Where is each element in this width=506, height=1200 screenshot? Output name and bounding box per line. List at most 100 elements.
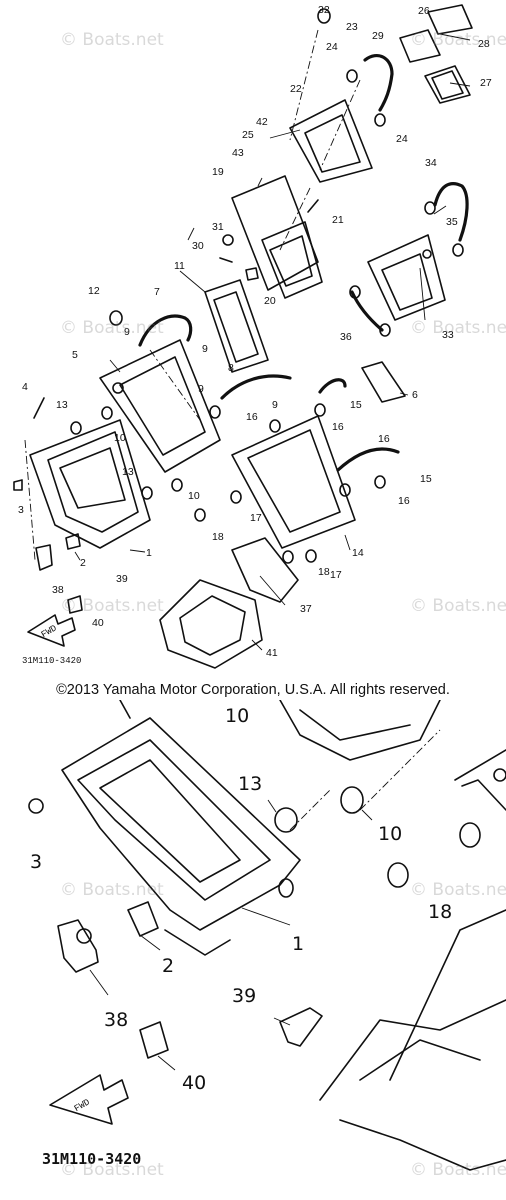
zoom-callout-3: 3 [30, 851, 42, 873]
callout-15b: 15 [420, 473, 432, 485]
callout-14: 14 [352, 547, 364, 559]
callout-16a: 16 [246, 411, 258, 423]
callout-13a: 13 [56, 399, 68, 411]
zoom-diagram-code: 31M110-3420 [42, 1150, 141, 1168]
zoom-svg: 10 13 10 3 1 18 2 38 39 40 FWD 31M110-34… [28, 700, 506, 1171]
part-22-housing [289, 99, 373, 183]
callout-25: 25 [242, 129, 254, 141]
zoom-grommets [28, 786, 481, 888]
part-14-frame [231, 415, 356, 549]
zoom-part-41-bracket [319, 909, 506, 1171]
part-41-bracket [159, 579, 263, 669]
zoom-callout-2: 2 [162, 955, 174, 977]
callout-29: 29 [372, 30, 384, 42]
zoom-clip-38 [57, 919, 99, 973]
part-19-housing [231, 175, 323, 299]
fwd-arrow [27, 614, 76, 647]
callout-2: 2 [80, 557, 86, 569]
part-6-pad [361, 361, 406, 403]
callout-16c: 16 [378, 433, 390, 445]
callout-23: 23 [346, 21, 358, 33]
zoom-part-14-edge [454, 749, 506, 811]
zoom-callout-18: 18 [428, 901, 452, 923]
callouts-top: 32 26 23 29 28 24 27 22 42 25 24 43 34 1… [18, 4, 492, 666]
zoom-part-10-frame-edge [279, 700, 441, 761]
callout-7: 7 [154, 286, 160, 298]
callout-41: 41 [266, 647, 278, 659]
callout-43: 43 [232, 147, 244, 159]
callout-11: 11 [174, 260, 185, 272]
callout-20: 20 [264, 295, 276, 307]
callout-16b: 16 [332, 421, 344, 433]
callout-33: 33 [442, 329, 454, 341]
callout-18b: 18 [318, 566, 330, 578]
callouts-zoom: 10 13 10 3 1 18 2 38 39 40 FWD 31M110-34… [30, 705, 452, 1168]
zoom-clip-40 [139, 1021, 169, 1059]
part-37-cover [231, 537, 299, 603]
callout-16d: 16 [398, 495, 410, 507]
callout-6: 6 [412, 389, 418, 401]
callout-13b: 13 [122, 466, 134, 478]
part-5-upper-frame [99, 339, 221, 473]
callout-10b: 10 [188, 490, 200, 502]
callout-18a: 18 [212, 531, 224, 543]
callout-31: 31 [212, 221, 224, 233]
handles-and-hoses [138, 54, 469, 472]
zoomed-detail-diagram: 10 13 10 3 1 18 2 38 39 40 FWD 31M110-34… [0, 700, 506, 1200]
zoom-leaders [89, 729, 441, 1071]
leader-lines [74, 29, 471, 651]
callout-28: 28 [478, 38, 490, 50]
part-1-lower-frame [24, 419, 151, 561]
callout-24a: 24 [326, 41, 338, 53]
callout-19: 19 [212, 166, 224, 178]
callout-42: 42 [256, 116, 268, 128]
exploded-parts-diagram: 32 26 23 29 28 24 27 22 42 25 24 43 34 1… [13, 4, 492, 669]
zoom-callout-40: 40 [182, 1072, 206, 1094]
zoom-clip-39 [279, 1007, 323, 1047]
callout-37: 37 [300, 603, 312, 615]
callout-24b: 24 [396, 133, 408, 145]
callout-17a: 17 [250, 512, 262, 524]
callout-32: 32 [318, 4, 330, 16]
zoom-clip-2 [127, 901, 159, 937]
callout-15a: 15 [350, 399, 362, 411]
zoom-part-1-lower-frame [61, 700, 301, 956]
callout-1: 1 [146, 547, 152, 559]
callout-39: 39 [116, 573, 128, 585]
callout-5: 5 [72, 349, 78, 361]
callout-38: 38 [52, 584, 64, 596]
zoom-callout-1: 1 [292, 933, 304, 955]
callout-30: 30 [192, 240, 204, 252]
zoom-fwd-arrow [49, 1074, 129, 1125]
callout-35: 35 [446, 216, 458, 228]
zoom-callout-13: 13 [238, 773, 262, 795]
callout-8: 8 [228, 362, 234, 374]
callout-26: 26 [418, 5, 430, 17]
callout-40: 40 [92, 617, 104, 629]
callout-9b: 9 [202, 343, 208, 355]
zoom-callout-38: 38 [104, 1009, 128, 1031]
fasteners [13, 8, 464, 614]
zoom-callout-39: 39 [232, 985, 256, 1007]
callout-4: 4 [22, 381, 28, 393]
part-11-panel [204, 279, 269, 373]
callout-36: 36 [340, 331, 352, 343]
part-33-cover [367, 234, 446, 321]
fwd-label: FWD [40, 623, 59, 640]
part-26-28-pads [399, 4, 473, 104]
callout-9d: 9 [272, 399, 278, 411]
callout-27: 27 [480, 77, 492, 89]
callout-21: 21 [332, 214, 344, 226]
callout-3: 3 [18, 504, 24, 516]
callout-10a: 10 [114, 432, 126, 444]
callout-12: 12 [88, 285, 100, 297]
diagram-svg: 32 26 23 29 28 24 27 22 42 25 24 43 34 1… [13, 4, 492, 669]
zoom-callout-10a: 10 [225, 705, 249, 727]
diagram-code: 31M110-3420 [22, 656, 81, 666]
callout-22: 22 [290, 83, 302, 95]
copyright-notice: ©2013 Yamaha Motor Corporation, U.S.A. A… [56, 682, 450, 698]
zoom-callout-10b: 10 [378, 823, 402, 845]
callout-34: 34 [425, 157, 437, 169]
callout-9c: 9 [198, 383, 204, 395]
callout-17b: 17 [330, 569, 342, 581]
